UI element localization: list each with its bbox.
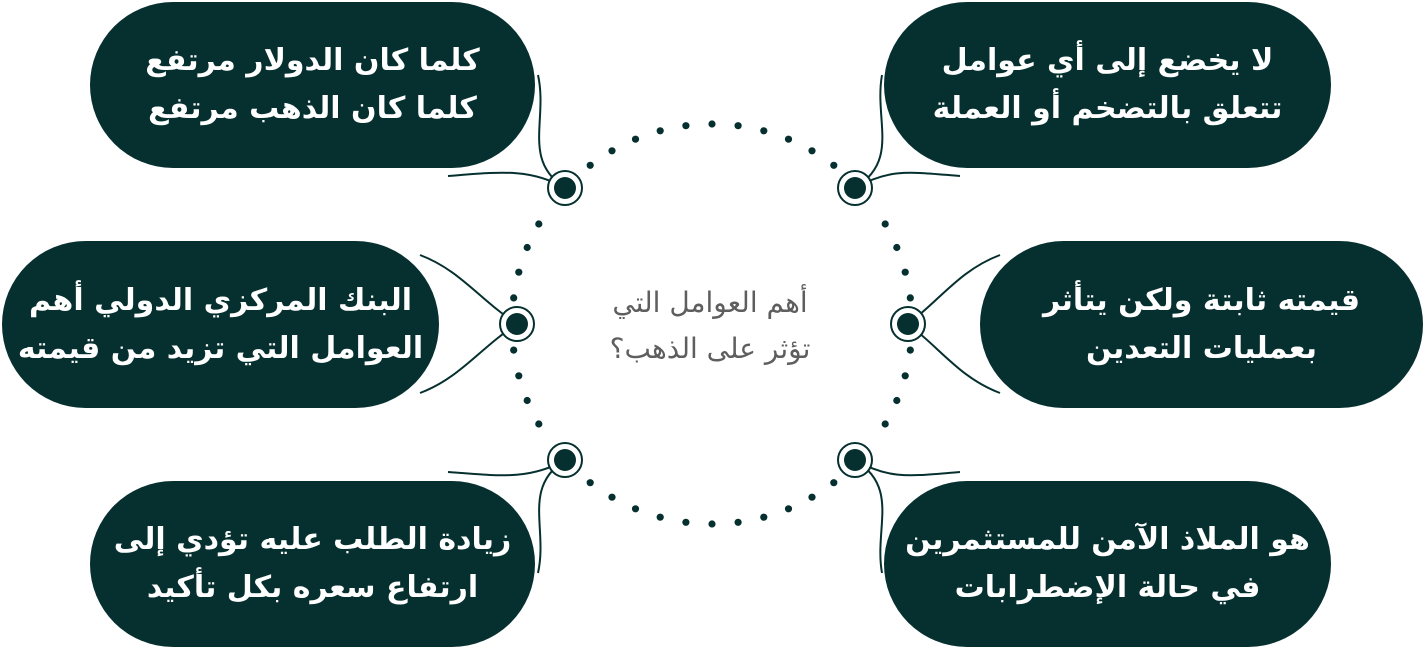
factor-pill-top-left: كلما كان الدولار مرتفع كلما كان الذهب مر…: [90, 2, 535, 168]
ring-dot: [510, 294, 518, 302]
factor-line2: العوامل التي تزيد من قيمته: [17, 330, 424, 366]
ring-dot: [535, 220, 543, 228]
node-middle-left: [499, 306, 535, 342]
ring-dot: [893, 396, 901, 405]
ring-dot: [893, 243, 901, 252]
ring-dot: [586, 479, 594, 487]
factor-pill-middle-right: قيمته ثابتة ولكن يتأثر بعمليات التعدين: [980, 241, 1423, 408]
factor-line1: البنك المركزي الدولي أهم: [29, 282, 412, 318]
factor-pill-middle-left: البنك المركزي الدولي أهم العوامل التي تز…: [2, 241, 439, 408]
ring-dot: [906, 294, 914, 302]
ring-dot: [881, 420, 889, 428]
ring-dot: [656, 513, 664, 521]
factor-line1: زيادة الطلب عليه تؤدي إلى: [113, 522, 512, 557]
factor-line2: تتعلق بالتضخم أو العملة: [932, 91, 1283, 126]
ring-dot: [515, 372, 523, 380]
factor-line2: كلما كان الذهب مرتفع: [148, 91, 477, 126]
node-bottom-right: [837, 442, 873, 478]
ring-dot: [523, 396, 531, 405]
factor-text-middle-left: البنك المركزي الدولي أهم العوامل التي تز…: [18, 277, 423, 373]
ring-dot: [608, 147, 616, 155]
ring-dot: [586, 161, 594, 169]
node-middle-right: [890, 306, 926, 342]
factor-line1: لا يخضع إلى أي عوامل: [941, 43, 1274, 78]
ring-dot: [901, 372, 909, 380]
ring-dot: [734, 122, 742, 130]
factor-text-top-right: لا يخضع إلى أي عوامل تتعلق بالتضخم أو ال…: [933, 37, 1283, 133]
ring-dot: [808, 493, 816, 501]
center-title: أهم العوامل التي تؤثر على الذهب؟: [520, 280, 900, 372]
ring-dot: [760, 127, 768, 135]
node-top-right: [837, 170, 873, 206]
factor-line1: قيمته ثابتة ولكن يتأثر: [1042, 282, 1361, 318]
ring-dot: [901, 268, 909, 276]
ring-dot: [734, 518, 742, 526]
ring-dot: [881, 220, 889, 228]
factor-line2: ارتفاع سعره بكل تأكيد: [146, 570, 479, 605]
factor-pill-bottom-left: زيادة الطلب عليه تؤدي إلى ارتفاع سعره بك…: [90, 481, 535, 647]
factor-line1: كلما كان الدولار مرتفع: [145, 43, 480, 78]
ring-dot: [631, 505, 640, 513]
factor-text-top-left: كلما كان الدولار مرتفع كلما كان الذهب مر…: [145, 37, 479, 133]
ring-dot: [515, 268, 523, 276]
center-title-line1: أهم العوامل التي: [612, 286, 808, 319]
node-top-left: [547, 170, 583, 206]
ring-dot: [682, 518, 690, 526]
ring-dot: [608, 493, 616, 501]
ring-dot: [784, 135, 793, 143]
factor-pill-top-right: لا يخضع إلى أي عوامل تتعلق بالتضخم أو ال…: [884, 2, 1331, 168]
ring-dot: [510, 346, 518, 354]
ring-dot: [708, 120, 716, 128]
ring-dot: [906, 346, 914, 354]
ring-dot: [631, 135, 640, 143]
factor-line2: في حالة الإضطرابات: [954, 570, 1261, 605]
factor-pill-bottom-right: هو الملاذ الآمن للمستثمرين في حالة الإضط…: [884, 481, 1331, 647]
factor-text-bottom-left: زيادة الطلب عليه تؤدي إلى ارتفاع سعره بك…: [114, 516, 512, 612]
ring-dot: [760, 513, 768, 521]
factor-text-bottom-right: هو الملاذ الآمن للمستثمرين في حالة الإضط…: [905, 516, 1310, 612]
factor-text-middle-right: قيمته ثابتة ولكن يتأثر بعمليات التعدين: [1043, 277, 1360, 373]
factor-line1: هو الملاذ الآمن للمستثمرين: [905, 522, 1310, 557]
ring-dot: [708, 520, 716, 528]
ring-dot: [523, 243, 531, 252]
node-bottom-left: [547, 442, 583, 478]
center-title-line2: تؤثر على الذهب؟: [609, 332, 811, 365]
ring-dot: [808, 147, 816, 155]
ring-dot: [656, 127, 664, 135]
ring-dot: [784, 505, 793, 513]
dotted-circle-ring: [510, 120, 914, 528]
ring-dot: [830, 479, 838, 487]
ring-dot: [682, 122, 690, 130]
ring-dot: [830, 161, 838, 169]
ring-dot: [535, 420, 543, 428]
factor-line2: بعمليات التعدين: [1086, 330, 1317, 366]
